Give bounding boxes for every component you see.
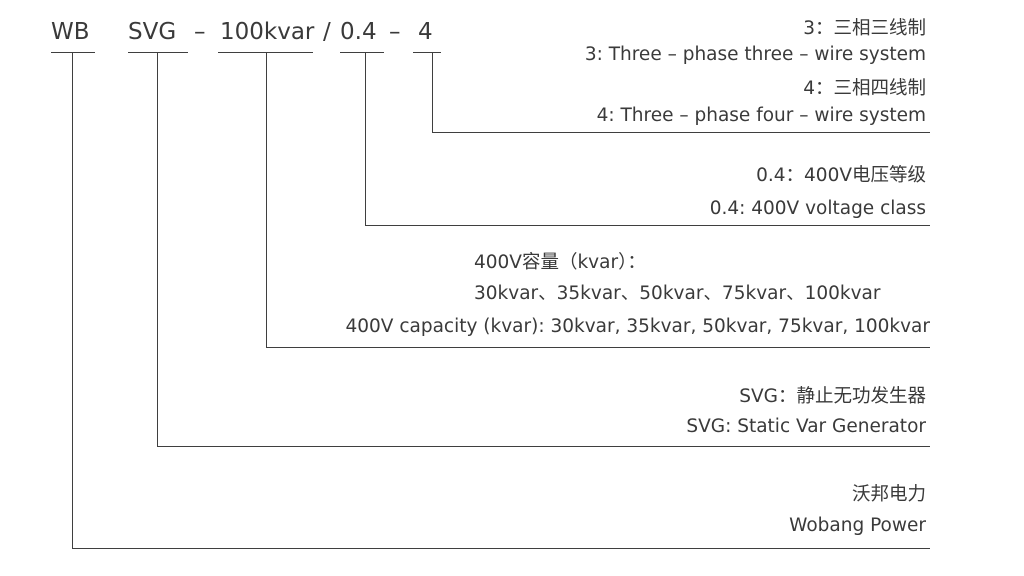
capacity-english: 400V capacity (kvar): 30kvar, 35kvar, 50… <box>345 316 930 337</box>
wire-3-english: 3: Three – phase three – wire system <box>584 44 926 65</box>
wire-3-chinese: 3：三相三线制 <box>803 18 926 39</box>
leader-svg-vertical <box>157 52 159 446</box>
leader-svg-horizontal <box>157 446 930 448</box>
capacity-options: 30kvar、35kvar、50kvar、75kvar、100kvar <box>474 283 881 304</box>
leader-capacity-vertical <box>266 52 268 347</box>
leader-wire-vertical <box>432 52 434 132</box>
underline-voltage <box>340 52 384 54</box>
leader-wire-horizontal <box>432 132 930 134</box>
code-slash: / <box>323 19 331 45</box>
svg-chinese: SVG：静止无功发生器 <box>739 386 926 407</box>
voltage-english: 0.4: 400V voltage class <box>709 198 926 219</box>
code-capacity: 100kvar <box>220 19 315 45</box>
leader-wb-horizontal <box>72 548 930 550</box>
code-voltage: 0.4 <box>340 19 377 45</box>
wire-4-english: 4: Three – phase four – wire system <box>596 105 926 126</box>
underline-capacity <box>218 52 313 54</box>
leader-capacity-horizontal <box>266 347 930 349</box>
code-wire: 4 <box>418 19 433 45</box>
voltage-chinese: 0.4：400V电压等级 <box>756 165 926 186</box>
underline-wire <box>413 52 441 54</box>
code-dash-2: – <box>389 19 401 45</box>
capacity-chinese: 400V容量（kvar）： <box>474 252 646 273</box>
leader-voltage-horizontal <box>365 225 930 227</box>
wire-4-chinese: 4：三相四线制 <box>803 78 926 99</box>
leader-voltage-vertical <box>365 52 367 225</box>
svg-english: SVG: Static Var Generator <box>686 416 926 437</box>
code-dash-1: – <box>194 19 206 45</box>
code-svg: SVG <box>128 19 177 45</box>
wb-chinese: 沃邦电力 <box>851 484 926 505</box>
leader-wb-vertical <box>72 52 74 548</box>
code-wb: WB <box>51 19 90 45</box>
wb-english: Wobang Power <box>789 515 926 536</box>
